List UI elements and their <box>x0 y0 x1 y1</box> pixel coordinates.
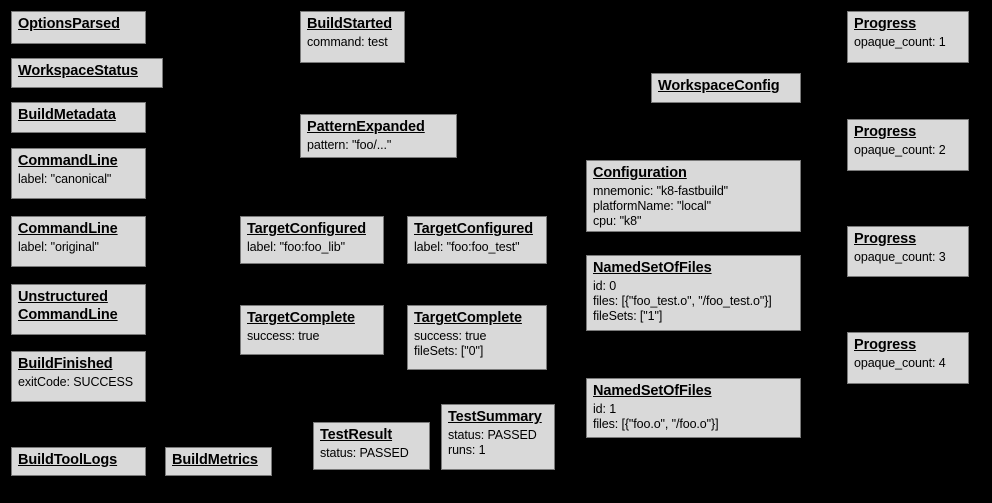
event-node-title: TargetComplete <box>414 310 522 326</box>
event-node-title: TestSummary <box>448 409 542 425</box>
event-node-field: fileSets: ["1"] <box>593 309 663 324</box>
event-node-field: success: true <box>247 328 320 343</box>
event-node-title: BuildMetrics <box>172 452 258 468</box>
event-node-pattern-expanded[interactable]: PatternExpanded pattern: "foo/..." <box>300 114 457 158</box>
event-node-field: label: "foo:foo_lib" <box>247 239 345 254</box>
event-node-fields: command: test <box>307 35 398 50</box>
event-node-field: files: [{"foo.o", "/foo.o"}] <box>593 416 719 431</box>
event-node-build-metadata[interactable]: BuildMetadata <box>11 102 146 133</box>
event-node-unstructured-command-line[interactable]: Unstructured CommandLine <box>11 284 146 335</box>
event-node-title: Progress <box>854 231 917 247</box>
event-node-field: label: "foo:foo_test" <box>414 239 520 254</box>
event-node-fields: label: "foo:foo_lib" <box>247 240 377 255</box>
event-node-title: NamedSetOfFiles <box>593 260 712 276</box>
event-node-title: Progress <box>854 16 917 32</box>
event-node-field: files: [{"foo_test.o", "/foo_test.o"}] <box>593 293 772 308</box>
event-node-title: CommandLine <box>18 221 118 237</box>
event-node-progress-4[interactable]: Progress opaque_count: 4 <box>847 332 969 384</box>
event-node-fields: status: PASSED <box>320 446 423 461</box>
event-node-fields: opaque_count: 3 <box>854 250 962 265</box>
event-node-field: opaque_count: 4 <box>854 355 946 370</box>
event-node-title: BuildToolLogs <box>18 452 118 468</box>
event-node-title: Progress <box>854 124 917 140</box>
event-node-field: label: "original" <box>18 239 99 254</box>
event-node-title: BuildMetadata <box>18 107 116 123</box>
event-node-field: opaque_count: 2 <box>854 142 946 157</box>
event-node-field: cpu: "k8" <box>593 214 642 229</box>
event-node-title: PatternExpanded <box>307 119 425 135</box>
event-node-options-parsed[interactable]: OptionsParsed <box>11 11 146 44</box>
event-node-title: TargetConfigured <box>414 221 533 237</box>
event-node-target-complete-foo-lib[interactable]: TargetComplete success: true <box>240 305 384 355</box>
event-node-title: WorkspaceStatus <box>18 63 138 79</box>
event-node-title: Progress <box>854 337 917 353</box>
event-node-target-configured-foo-lib[interactable]: TargetConfigured label: "foo:foo_lib" <box>240 216 384 264</box>
event-node-field: mnemonic: "k8-fastbuild" <box>593 183 729 198</box>
event-node-title: Configuration <box>593 165 687 181</box>
event-node-field: command: test <box>307 34 388 49</box>
event-node-field: id: 1 <box>593 401 617 416</box>
event-node-build-tool-logs[interactable]: BuildToolLogs <box>11 447 146 476</box>
event-node-test-result[interactable]: TestResult status: PASSED <box>313 422 430 470</box>
event-node-fields: success: true <box>247 329 377 344</box>
event-node-title: NamedSetOfFiles <box>593 383 712 399</box>
event-node-title: TargetComplete <box>247 310 355 326</box>
event-node-field: pattern: "foo/..." <box>307 137 392 152</box>
event-node-progress-3[interactable]: Progress opaque_count: 3 <box>847 226 969 277</box>
event-node-field: platformName: "local" <box>593 198 711 213</box>
event-node-field: status: PASSED <box>320 445 409 460</box>
event-node-field: success: true <box>414 328 487 343</box>
event-node-title: Unstructured CommandLine <box>18 289 118 323</box>
event-node-target-configured-foo-test[interactable]: TargetConfigured label: "foo:foo_test" <box>407 216 547 264</box>
event-node-configuration[interactable]: Configuration mnemonic: "k8-fastbuild"pla… <box>586 160 801 232</box>
event-node-field: label: "canonical" <box>18 171 112 186</box>
event-node-title: WorkspaceConfig <box>658 78 780 94</box>
event-node-fields: label: "foo:foo_test" <box>414 240 540 255</box>
event-node-title: OptionsParsed <box>18 16 120 32</box>
event-node-fields: exitCode: SUCCESS <box>18 375 139 390</box>
event-node-field: opaque_count: 3 <box>854 249 946 264</box>
event-node-field: status: PASSED <box>448 427 537 442</box>
event-node-progress-1[interactable]: Progress opaque_count: 1 <box>847 11 969 63</box>
event-node-workspace-status[interactable]: WorkspaceStatus <box>11 58 163 88</box>
event-node-fields: label: "canonical" <box>18 172 139 187</box>
event-node-fields: opaque_count: 4 <box>854 356 962 371</box>
event-node-fields: opaque_count: 1 <box>854 35 962 50</box>
event-node-title: CommandLine <box>18 153 118 169</box>
event-node-command-line-original[interactable]: CommandLine label: "original" <box>11 216 146 267</box>
event-node-field: opaque_count: 1 <box>854 34 946 49</box>
event-node-workspace-config[interactable]: WorkspaceConfig <box>651 73 801 103</box>
event-node-command-line-canonical[interactable]: CommandLine label: "canonical" <box>11 148 146 199</box>
event-node-title: TargetConfigured <box>247 221 366 237</box>
event-node-title: TestResult <box>320 427 393 443</box>
event-node-fields: label: "original" <box>18 240 139 255</box>
event-node-build-finished[interactable]: BuildFinished exitCode: SUCCESS <box>11 351 146 402</box>
event-node-field: fileSets: ["0"] <box>414 343 484 358</box>
event-node-field: exitCode: SUCCESS <box>18 374 134 389</box>
event-node-progress-2[interactable]: Progress opaque_count: 2 <box>847 119 969 171</box>
event-node-title: BuildStarted <box>307 16 393 32</box>
event-node-build-started[interactable]: BuildStarted command: test <box>300 11 405 63</box>
event-node-field: runs: 1 <box>448 442 486 457</box>
event-node-fields: mnemonic: "k8-fastbuild"platformName: "l… <box>593 184 794 230</box>
event-node-field: id: 0 <box>593 278 617 293</box>
event-node-fields: pattern: "foo/..." <box>307 138 450 153</box>
event-node-fields: opaque_count: 2 <box>854 143 962 158</box>
event-node-build-metrics[interactable]: BuildMetrics <box>165 447 272 476</box>
event-node-title: BuildFinished <box>18 356 113 372</box>
